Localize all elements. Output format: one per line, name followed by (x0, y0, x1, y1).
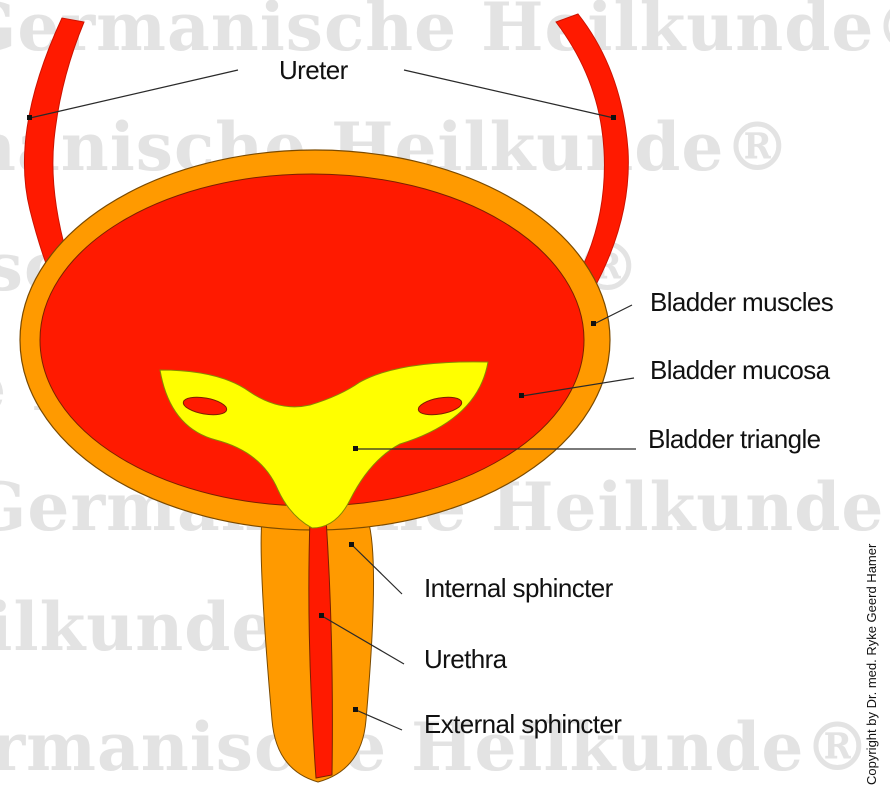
marker-internal-sphincter (349, 542, 354, 547)
copyright-notice: Copyright by Dr. med. Ryke Geerd Hamer (864, 543, 879, 785)
ureteral-orifice-left (182, 396, 228, 416)
watermark-text: Germanische Heilkunde® (0, 708, 872, 786)
label-urethra: Urethra (424, 644, 508, 674)
urethra-lumen (308, 517, 333, 779)
marker-bladder-muscles (591, 321, 596, 326)
leader-urethra (321, 615, 405, 665)
label-bladder-mucosa: Bladder mucosa (650, 355, 831, 385)
leader-bladder-muscles (593, 304, 633, 325)
label-internal-sphincter: Internal sphincter (424, 573, 614, 603)
leader-bladder-mucosa (521, 377, 635, 397)
marker-bladder-mucosa (519, 393, 524, 398)
marker-urethra (319, 613, 324, 618)
leader-ureter-left (29, 69, 239, 119)
leader-ureter-right (403, 69, 615, 119)
leader-external-sphincter (355, 709, 403, 731)
marker-ureter-right (611, 115, 616, 120)
marker-external-sphincter (353, 707, 358, 712)
label-ureter: Ureter (279, 55, 349, 85)
label-external-sphincter: External sphincter (424, 709, 622, 739)
label-bladder-muscles: Bladder muscles (650, 287, 834, 317)
label-bladder-triangle: Bladder triangle (648, 424, 821, 454)
marker-bladder-triangle (353, 446, 358, 451)
ureteral-orifice-right (417, 396, 463, 416)
bladder-triangle (159, 361, 489, 529)
leader-internal-sphincter (351, 544, 403, 595)
watermark-text: Germanische Heilkunde® (0, 0, 890, 66)
marker-ureter-left (27, 115, 32, 120)
